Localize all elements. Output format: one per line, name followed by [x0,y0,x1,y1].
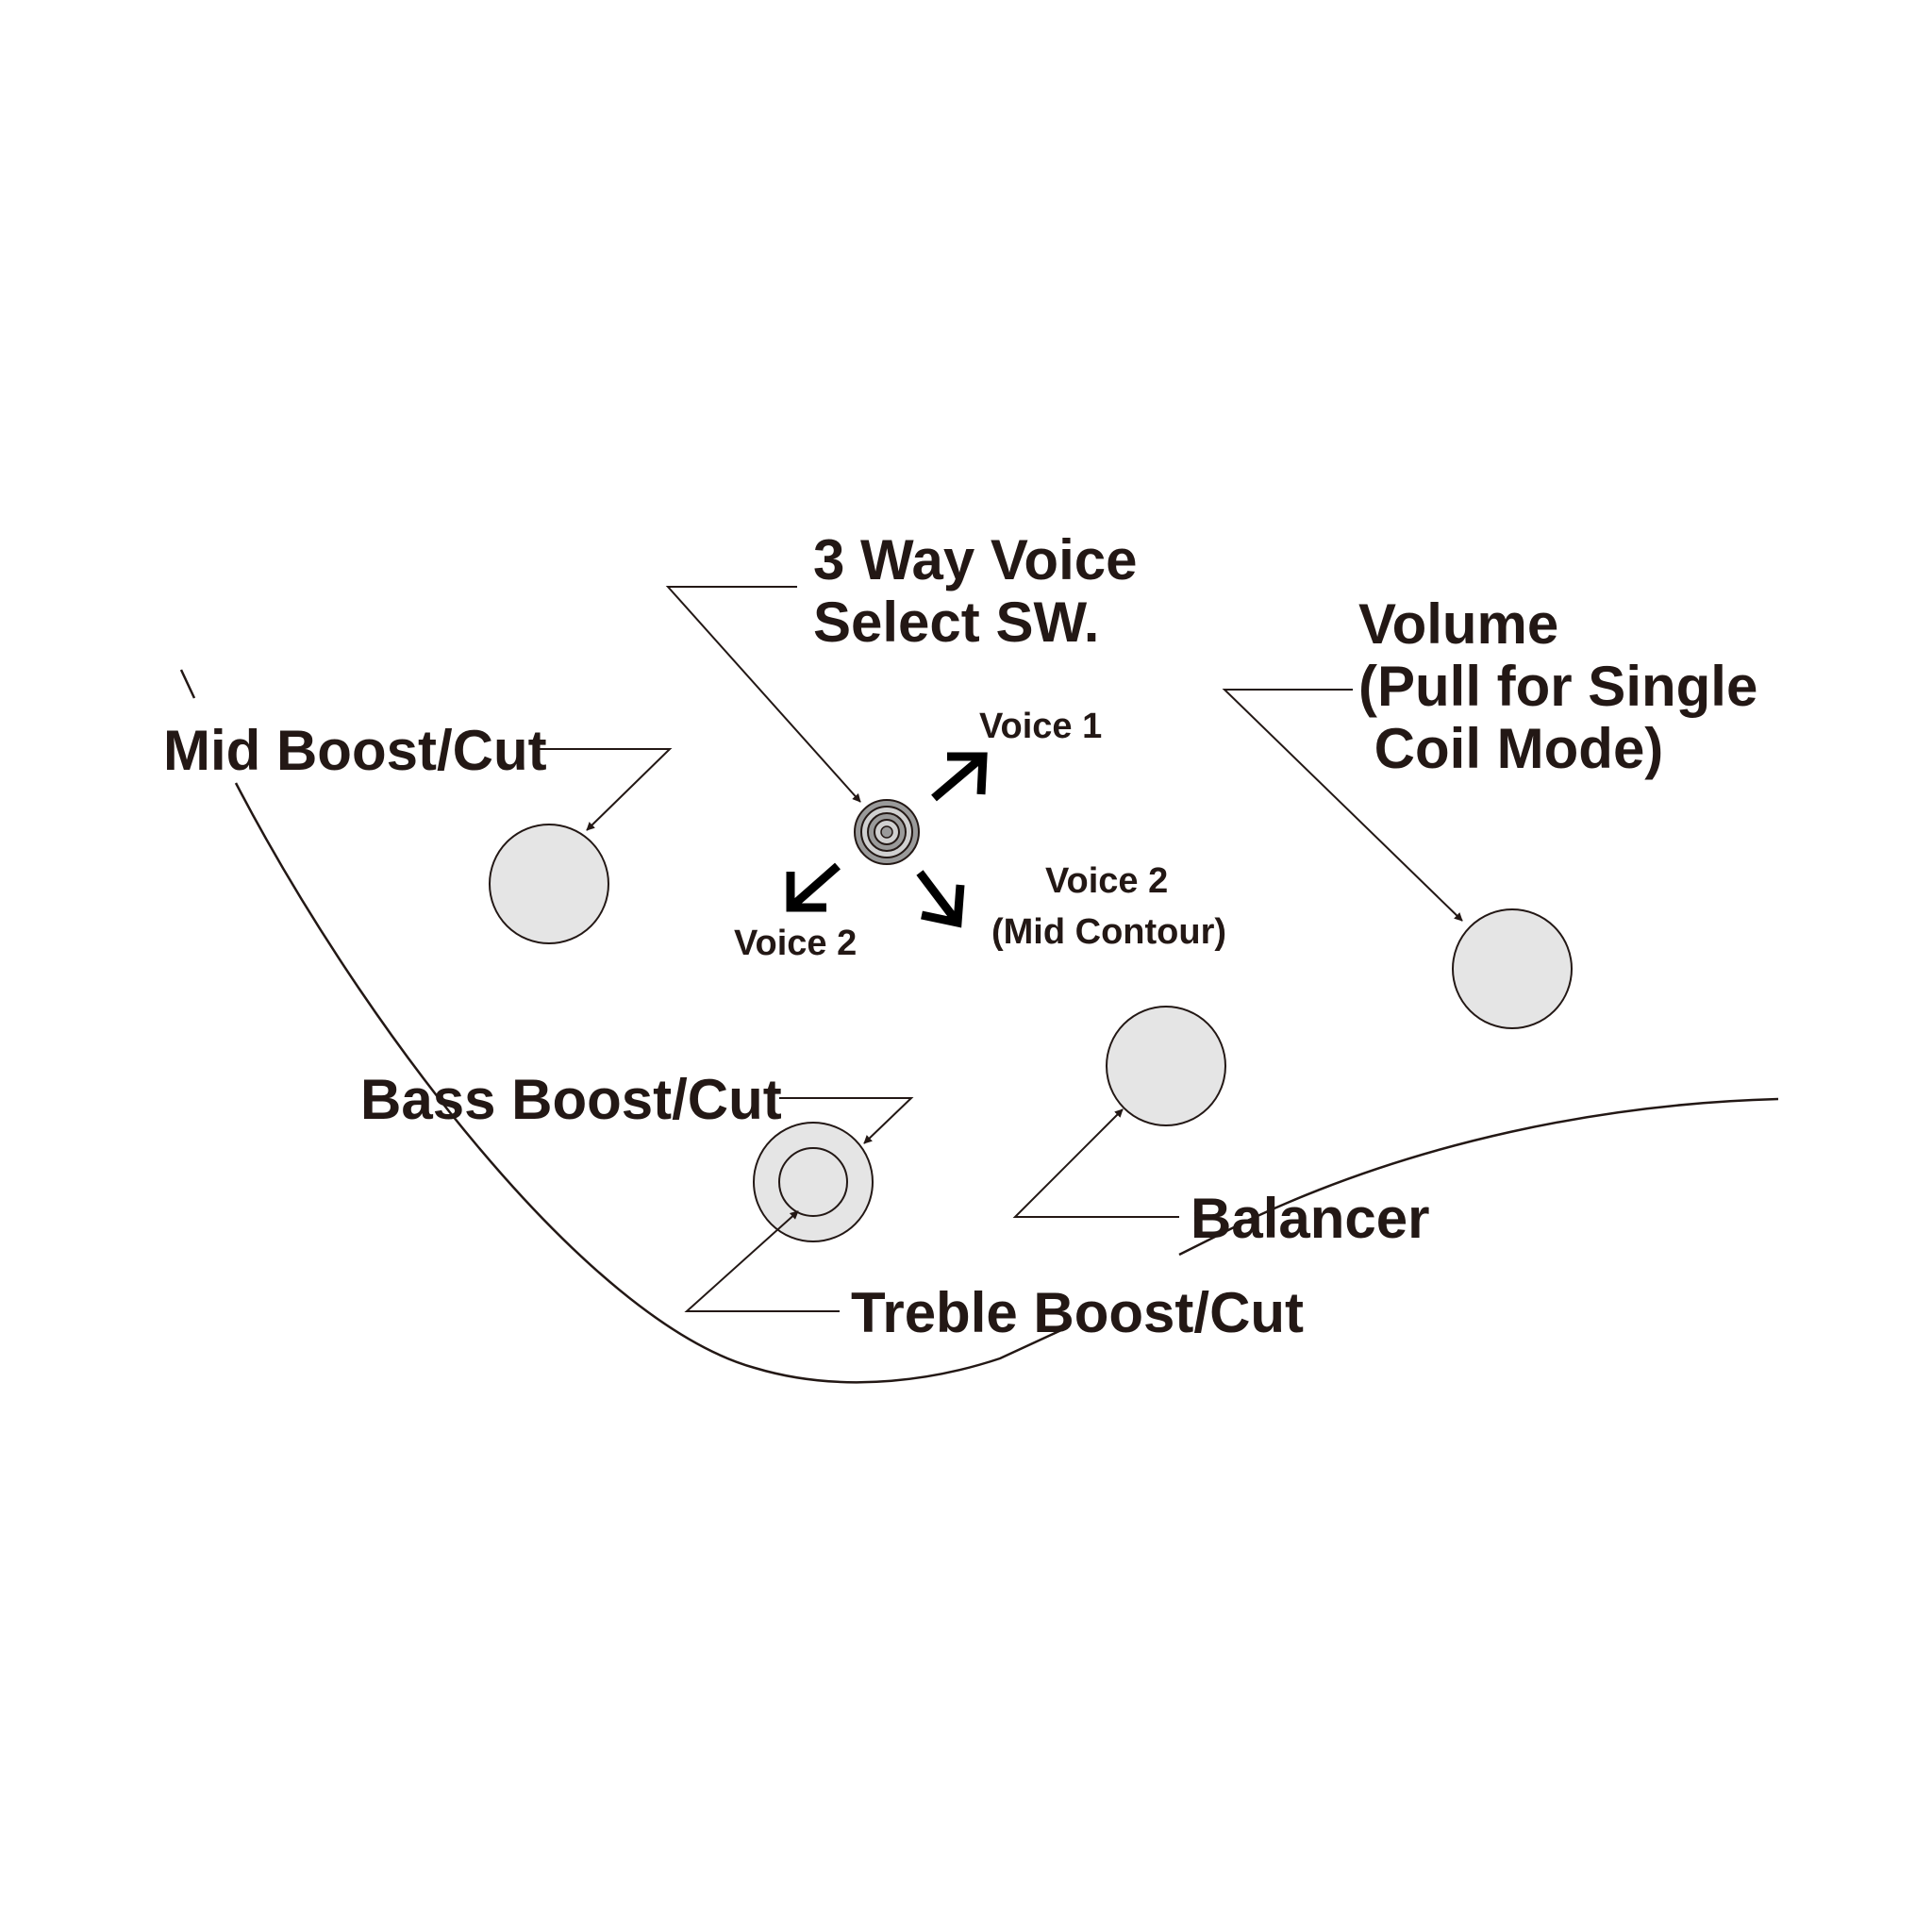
body-outline [179,669,1779,1384]
voice1-label: Voice 1 [979,707,1102,746]
balancer-knob[interactable] [1106,1006,1226,1126]
treble-leader [684,1210,840,1312]
bass-label: Bass Boost/Cut [360,1068,782,1131]
voice1-arrow-icon [931,752,988,802]
treble-label: Treble Boost/Cut [851,1281,1304,1344]
leader-lines [540,586,1463,1312]
voice2-left-arrow-icon [786,862,841,912]
mid-knob[interactable] [489,824,609,944]
volume-knob[interactable] [1452,908,1573,1029]
body-edge-left-curve [234,782,1062,1384]
voice2-right-label: Voice 2 (Mid Contour) [991,861,1226,952]
voice2-left-label: Voice 2 [734,924,857,963]
voice2-right-arrow-icon [916,870,965,928]
volume-label: Volume (Pull for Single Coil Mode) [1358,592,1774,780]
bass-treble-knob[interactable] [753,1122,874,1242]
volume-leader [1222,689,1463,922]
balancer-leader [1012,1108,1179,1218]
mid-leader [540,748,673,831]
voice-arrows [786,752,988,928]
voice-select-switch[interactable] [854,799,920,865]
body-edge-tick [179,669,196,699]
bass-leader [779,1097,914,1144]
voice-select-leader [665,586,861,803]
treble-knob-inner [778,1147,848,1217]
body-edge-right-curve [1178,1097,1779,1257]
voice-select-label: 3 Way Voice Select SW. [813,528,1153,654]
balancer-label: Balancer [1191,1187,1429,1250]
mid-label: Mid Boost/Cut [163,719,547,782]
